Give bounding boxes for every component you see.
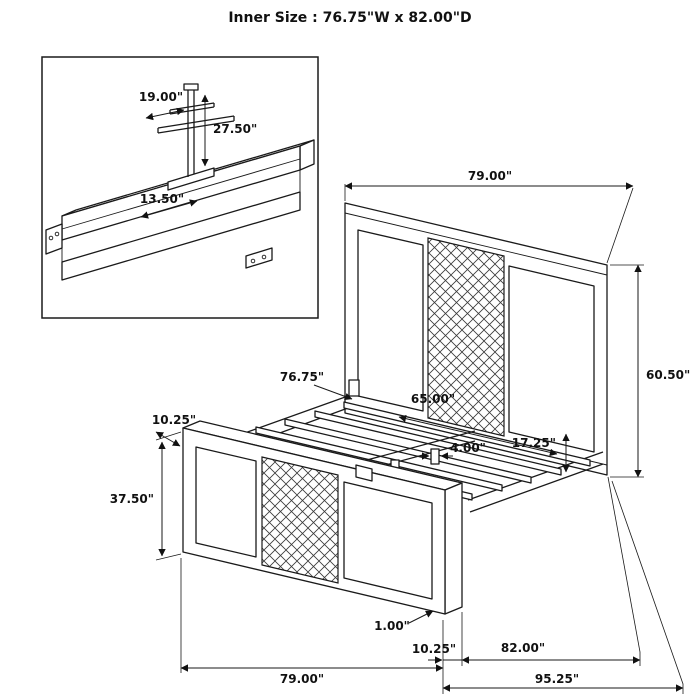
dim-rail-offset-arrow xyxy=(155,431,181,447)
dim-side-rail-height-label: 17.25" xyxy=(512,436,556,450)
bracket-top-plate xyxy=(183,83,199,91)
footboard-bracket xyxy=(355,464,373,482)
bracket-base-plate xyxy=(167,167,215,191)
ext-bottom-dimensions xyxy=(180,476,684,694)
dim-inner-width-leader xyxy=(313,384,353,401)
headboard xyxy=(344,202,608,476)
inset-dimensions: 19.00" 27.50" 13.50" xyxy=(139,90,257,219)
support-leg xyxy=(430,448,440,465)
headboard-rail-bracket xyxy=(348,379,360,397)
ext-headboard-height xyxy=(610,264,644,478)
dim-footboard-width-label: 79.00" xyxy=(280,672,324,686)
screw-hole-icon xyxy=(48,235,54,241)
bracket-long-crossbar xyxy=(157,115,235,134)
footboard xyxy=(182,420,463,615)
dim-slat-length-label: 65.00" xyxy=(411,392,455,406)
dim-bracket-width-label: 19.00" xyxy=(139,90,183,104)
dim-base-width-arrow xyxy=(140,199,198,219)
dim-support-leg-label: 4.00" xyxy=(450,441,486,455)
dim-inner-depth-label: 82.00" xyxy=(501,641,545,655)
footboard-right-panel xyxy=(343,481,433,600)
bracket-vertical-bars xyxy=(187,90,195,177)
headboard-hatch-panel xyxy=(427,237,505,437)
dim-headboard-width-label: 79.00" xyxy=(468,169,512,183)
screw-hole-icon xyxy=(261,254,267,260)
dim-slat-thickness-label: 1.00" xyxy=(374,619,410,633)
plank-groove-line xyxy=(61,158,301,230)
headboard-top-rail-line xyxy=(344,212,608,276)
dim-bracket-width-arrow xyxy=(145,107,185,121)
screw-hole-icon xyxy=(54,231,60,237)
page-title: Inner Size : 76.75"W x 82.00"D xyxy=(228,10,471,26)
dim-slat-thickness-leader xyxy=(408,610,434,624)
footboard-end-cap xyxy=(444,482,463,615)
dim-rail-offset-label: 10.25" xyxy=(152,413,196,427)
main-drawing: 79.00" 60.50" 76.75" 65.00" 17.25" 4.00"… xyxy=(110,169,690,694)
left-hinge-bracket xyxy=(45,223,63,255)
screw-hole-icon xyxy=(250,258,256,264)
dim-inner-width-label: 76.75" xyxy=(280,370,324,384)
bracket-short-crossbar xyxy=(169,102,215,115)
dim-overall-depth-label: 95.25" xyxy=(535,672,579,686)
dim-headboard-height-label: 60.50" xyxy=(646,368,690,382)
headboard-left-panel xyxy=(357,229,424,412)
slat xyxy=(255,426,503,492)
inset-mounting-bracket xyxy=(157,83,235,191)
footboard-left-panel xyxy=(195,446,257,558)
dim-slat-length-arrow xyxy=(398,414,558,457)
dim-base-width-label: 13.50" xyxy=(140,192,184,206)
dim-footboard-depth-label: 10.25" xyxy=(412,642,456,656)
dim-footboard-height-label: 37.50" xyxy=(110,492,154,506)
dim-bracket-height-label: 27.50" xyxy=(213,122,257,136)
inset-detail: 19.00" 27.50" 13.50" xyxy=(41,56,319,319)
dimensions: 79.00" 60.50" 76.75" 65.00" 17.25" 4.00"… xyxy=(110,169,690,694)
inset-hardware xyxy=(45,223,273,269)
headboard-right-panel xyxy=(508,265,595,453)
plank-end-cap xyxy=(299,139,315,171)
footboard-hatch-panel xyxy=(261,456,339,584)
ext-footboard-height xyxy=(155,431,182,561)
